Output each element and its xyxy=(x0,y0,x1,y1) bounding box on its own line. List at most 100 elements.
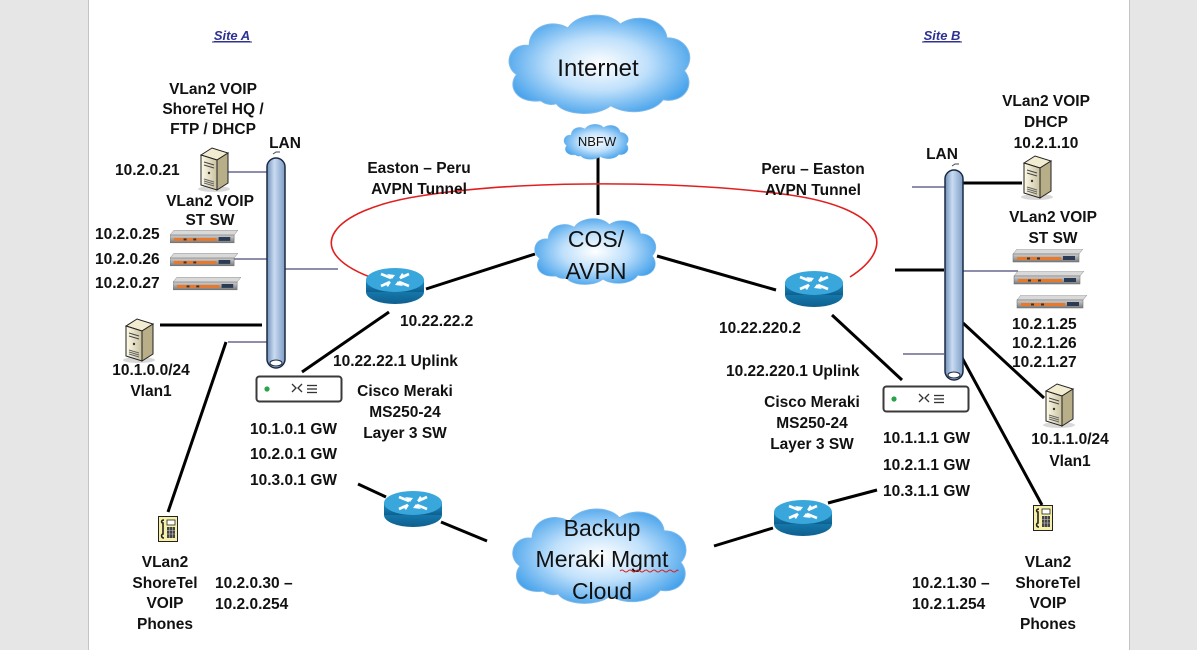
switch-b-label-3: Layer 3 SW xyxy=(770,436,854,453)
st-switch-icon-a1 xyxy=(170,230,238,244)
phones-b-label-3: VOIP xyxy=(1029,595,1066,612)
link-phone-a xyxy=(166,341,228,513)
link-cos-router-b xyxy=(656,254,777,292)
link-backup-router-a-cloud xyxy=(440,520,488,543)
st-sw-ip-a-2: 10.2.0.26 xyxy=(95,251,160,268)
phones-a-label-3: VOIP xyxy=(146,595,183,612)
router-b-ip: 10.22.220.2 xyxy=(719,320,801,337)
st-sw-title-b-1: VLan2 VOIP xyxy=(1009,209,1097,226)
switch-b-label-1: Cisco Meraki xyxy=(764,394,860,411)
backup-router-site-b xyxy=(772,498,834,538)
dhcp-server-title-2: DHCP xyxy=(1024,114,1068,131)
vlan1-server-b-name: Vlan1 xyxy=(1049,453,1091,470)
server-icon-hq-site-a xyxy=(197,147,231,193)
st-switch-icon-b2 xyxy=(1013,271,1085,285)
lan-label-site-b: LAN xyxy=(926,146,958,163)
cos-avpn-cloud: COS/ AVPN xyxy=(534,218,657,285)
voip-phone-icon-site-b xyxy=(1033,505,1053,531)
hq-server-title-3: FTP / DHCP xyxy=(170,121,256,138)
hq-server-title-1: VLan2 VOIP xyxy=(169,81,257,98)
phones-b-label-2: ShoreTel xyxy=(1015,575,1080,592)
gateway-b-1: 10.1.1.1 GW xyxy=(883,430,970,447)
router-a-ip: 10.22.22.2 xyxy=(400,313,473,330)
backup-meraki-cloud: Backup Meraki Mgmt Cloud xyxy=(512,508,687,604)
phones-b-label-4: Phones xyxy=(1020,616,1076,633)
vlan1-server-a-subnet: 10.1.0.0/24 xyxy=(112,362,190,379)
avpn-tunnel xyxy=(330,183,878,278)
lan-label-site-a: LAN xyxy=(269,135,301,152)
thin-links xyxy=(228,171,1018,355)
phones-a-label-2: ShoreTel xyxy=(132,575,197,592)
hq-server-title-2: ShoreTel HQ / xyxy=(162,101,264,118)
lan-bus-site-b xyxy=(944,163,964,381)
dhcp-server-title-1: VLan2 VOIP xyxy=(1002,93,1090,110)
st-sw-ip-b-1: 10.2.1.25 xyxy=(1012,316,1077,333)
tunnel-left-line2: AVPN Tunnel xyxy=(371,181,467,198)
link-router-a-switch-a xyxy=(301,310,390,374)
phones-a-label-4: Phones xyxy=(137,616,193,633)
switch-b-label-2: MS250-24 xyxy=(776,415,848,432)
meraki-switch-site-b xyxy=(882,385,970,413)
st-switch-icon-a2 xyxy=(170,253,238,267)
st-sw-title-b-2: ST SW xyxy=(1028,230,1077,247)
tunnel-right-line1: Peru – Easton xyxy=(761,161,864,178)
st-sw-ip-b-2: 10.2.1.26 xyxy=(1012,335,1077,352)
uplink-b: 10.22.220.1 Uplink xyxy=(726,363,860,380)
phones-a-label-1: VLan2 xyxy=(142,554,189,571)
link-backup-router-b-switch-b xyxy=(827,488,878,505)
site-a-label: Site A xyxy=(214,28,250,43)
phones-a-range-1: 10.2.0.30 – xyxy=(215,575,293,592)
switch-a-label-2: MS250-24 xyxy=(369,404,441,421)
phones-a-range-2: 10.2.0.254 xyxy=(215,596,289,613)
gateway-b-3: 10.3.1.1 GW xyxy=(883,483,970,500)
st-sw-ip-b-3: 10.2.1.27 xyxy=(1012,354,1077,371)
link-router-b-switch-b xyxy=(830,313,904,382)
backup-cloud-line1: Backup xyxy=(564,515,641,541)
gateway-b-2: 10.2.1.1 GW xyxy=(883,457,970,474)
st-switch-icon-b1 xyxy=(1012,249,1084,263)
nbfw-cloud-label: NBFW xyxy=(578,134,617,149)
st-sw-title-a-2: ST SW xyxy=(185,212,234,229)
uplink-a: 10.22.22.1 Uplink xyxy=(333,353,458,370)
site-b-label: Site B xyxy=(924,28,961,43)
links xyxy=(160,157,1046,548)
server-icon-dhcp-site-b xyxy=(1020,155,1054,201)
link-cloud-backup-router-b xyxy=(713,526,774,548)
tunnel-left-line1: Easton – Peru xyxy=(367,160,470,177)
link-lan-b-vlan1-server xyxy=(961,321,1046,400)
lan-bus-site-a xyxy=(266,151,286,369)
dhcp-server-title-3: 10.2.1.10 xyxy=(1014,135,1079,152)
hq-server-ip: 10.2.0.21 xyxy=(115,162,180,179)
st-sw-title-a-1: VLan2 VOIP xyxy=(166,193,254,210)
gateway-a-3: 10.3.0.1 GW xyxy=(250,472,337,489)
backup-cloud-line3: Cloud xyxy=(572,578,632,604)
router-site-b xyxy=(783,269,845,309)
link-switch-a-backup-router xyxy=(357,482,387,499)
backup-cloud-line2: Meraki Mgmt xyxy=(536,546,670,572)
router-site-a xyxy=(364,266,426,306)
gateway-a-2: 10.2.0.1 GW xyxy=(250,446,337,463)
meraki-switch-site-a xyxy=(255,375,343,403)
cos-avpn-line1: COS/ xyxy=(568,226,625,252)
st-switch-icon-a3 xyxy=(173,277,241,291)
link-cos-router-a xyxy=(425,252,536,291)
st-sw-ip-a-1: 10.2.0.25 xyxy=(95,226,160,243)
nbfw-cloud: NBFW xyxy=(563,124,629,160)
internet-cloud-label: Internet xyxy=(557,55,639,82)
switch-a-label-3: Layer 3 SW xyxy=(363,425,447,442)
cos-avpn-line2: AVPN xyxy=(566,258,627,284)
st-switch-icon-b3 xyxy=(1016,295,1088,309)
server-icon-vlan1-site-b xyxy=(1042,383,1076,429)
st-sw-ip-a-3: 10.2.0.27 xyxy=(95,275,160,292)
vlan1-server-b-subnet: 10.1.1.0/24 xyxy=(1031,431,1109,448)
switch-a-label-1: Cisco Meraki xyxy=(357,383,453,400)
server-icon-vlan1-site-a xyxy=(122,318,156,364)
gateway-a-1: 10.1.0.1 GW xyxy=(250,421,337,438)
link-phone-b xyxy=(958,353,1044,506)
internet-cloud: Internet xyxy=(508,14,691,114)
vlan1-server-a-name: Vlan1 xyxy=(130,383,172,400)
phones-b-label-1: VLan2 xyxy=(1025,554,1072,571)
backup-router-site-a xyxy=(382,489,444,529)
tunnel-right-line2: AVPN Tunnel xyxy=(765,182,861,199)
